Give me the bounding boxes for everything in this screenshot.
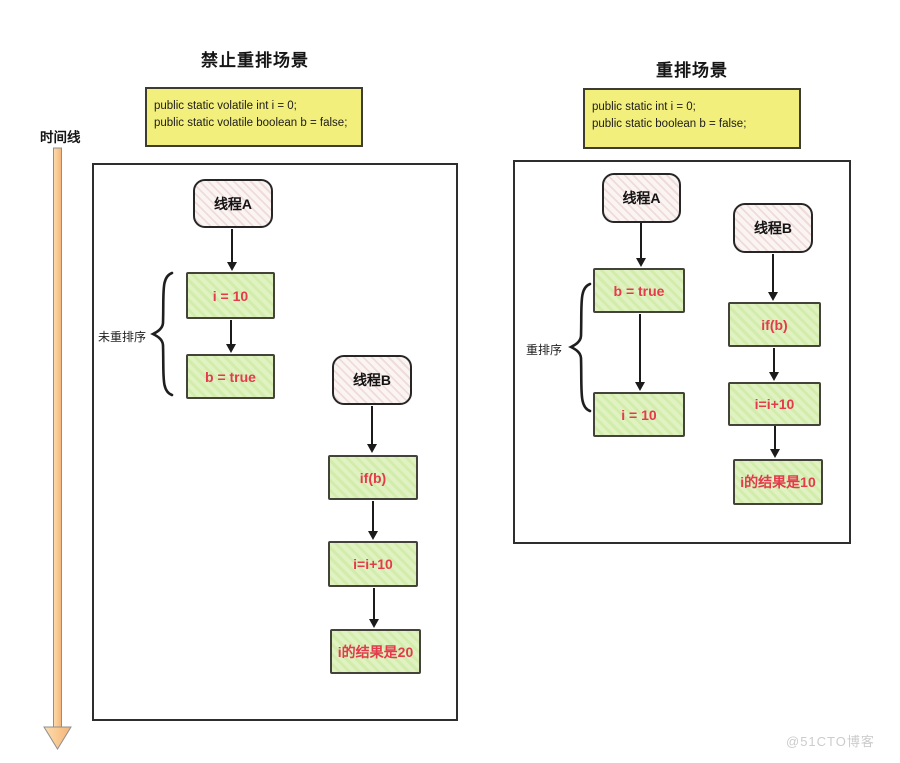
right-thread-b-box: 线程B [733, 203, 813, 253]
right-step-if-b: if(b) [728, 302, 821, 347]
right-scenario-title: 重排场景 [656, 61, 728, 80]
down-arrow [767, 254, 778, 301]
down-arrow [368, 588, 379, 628]
down-arrow [769, 426, 780, 458]
right-curly-brace-icon [568, 282, 592, 413]
right-code-line-1: public static int i = 0; [592, 101, 696, 113]
left-step-if-b: if(b) [328, 455, 418, 500]
right-code-box: public static int i = 0; public static b… [583, 88, 801, 149]
left-thread-b-box: 线程B [332, 355, 412, 405]
right-step-b-true: b = true [593, 268, 685, 313]
left-brace-label: 未重排序 [98, 330, 147, 344]
right-step-i-10: i = 10 [593, 392, 685, 437]
watermark: @51CTO博客 [786, 734, 875, 749]
down-arrow [635, 223, 646, 267]
right-thread-a-box: 线程A [602, 173, 681, 223]
timeline-label: 时间线 [40, 130, 81, 145]
right-step-result-10: i的结果是10 [733, 459, 823, 505]
down-arrow [226, 229, 237, 271]
down-arrow [634, 314, 645, 391]
left-curly-brace-icon [150, 271, 174, 397]
left-panel-frame [92, 163, 458, 721]
left-code-box: public static volatile int i = 0; public… [145, 87, 363, 147]
right-step-i-plus-10: i=i+10 [728, 382, 821, 426]
left-step-result-20: i的结果是20 [330, 629, 421, 674]
left-step-i-10: i = 10 [186, 272, 275, 319]
down-arrow [225, 320, 236, 353]
left-code-line-2: public static volatile boolean b = false… [154, 117, 348, 129]
right-brace-label: 重排序 [526, 343, 563, 357]
right-code-line-2: public static boolean b = false; [592, 118, 747, 130]
left-thread-a-box: 线程A [193, 179, 273, 228]
down-arrow [768, 348, 779, 381]
left-scenario-title: 禁止重排场景 [201, 51, 309, 70]
left-code-line-1: public static volatile int i = 0; [154, 100, 297, 112]
down-arrow [367, 501, 378, 540]
down-arrow [366, 406, 377, 453]
left-step-i-plus-10: i=i+10 [328, 541, 418, 587]
timeline-arrow-icon [43, 147, 72, 750]
left-step-b-true: b = true [186, 354, 275, 399]
